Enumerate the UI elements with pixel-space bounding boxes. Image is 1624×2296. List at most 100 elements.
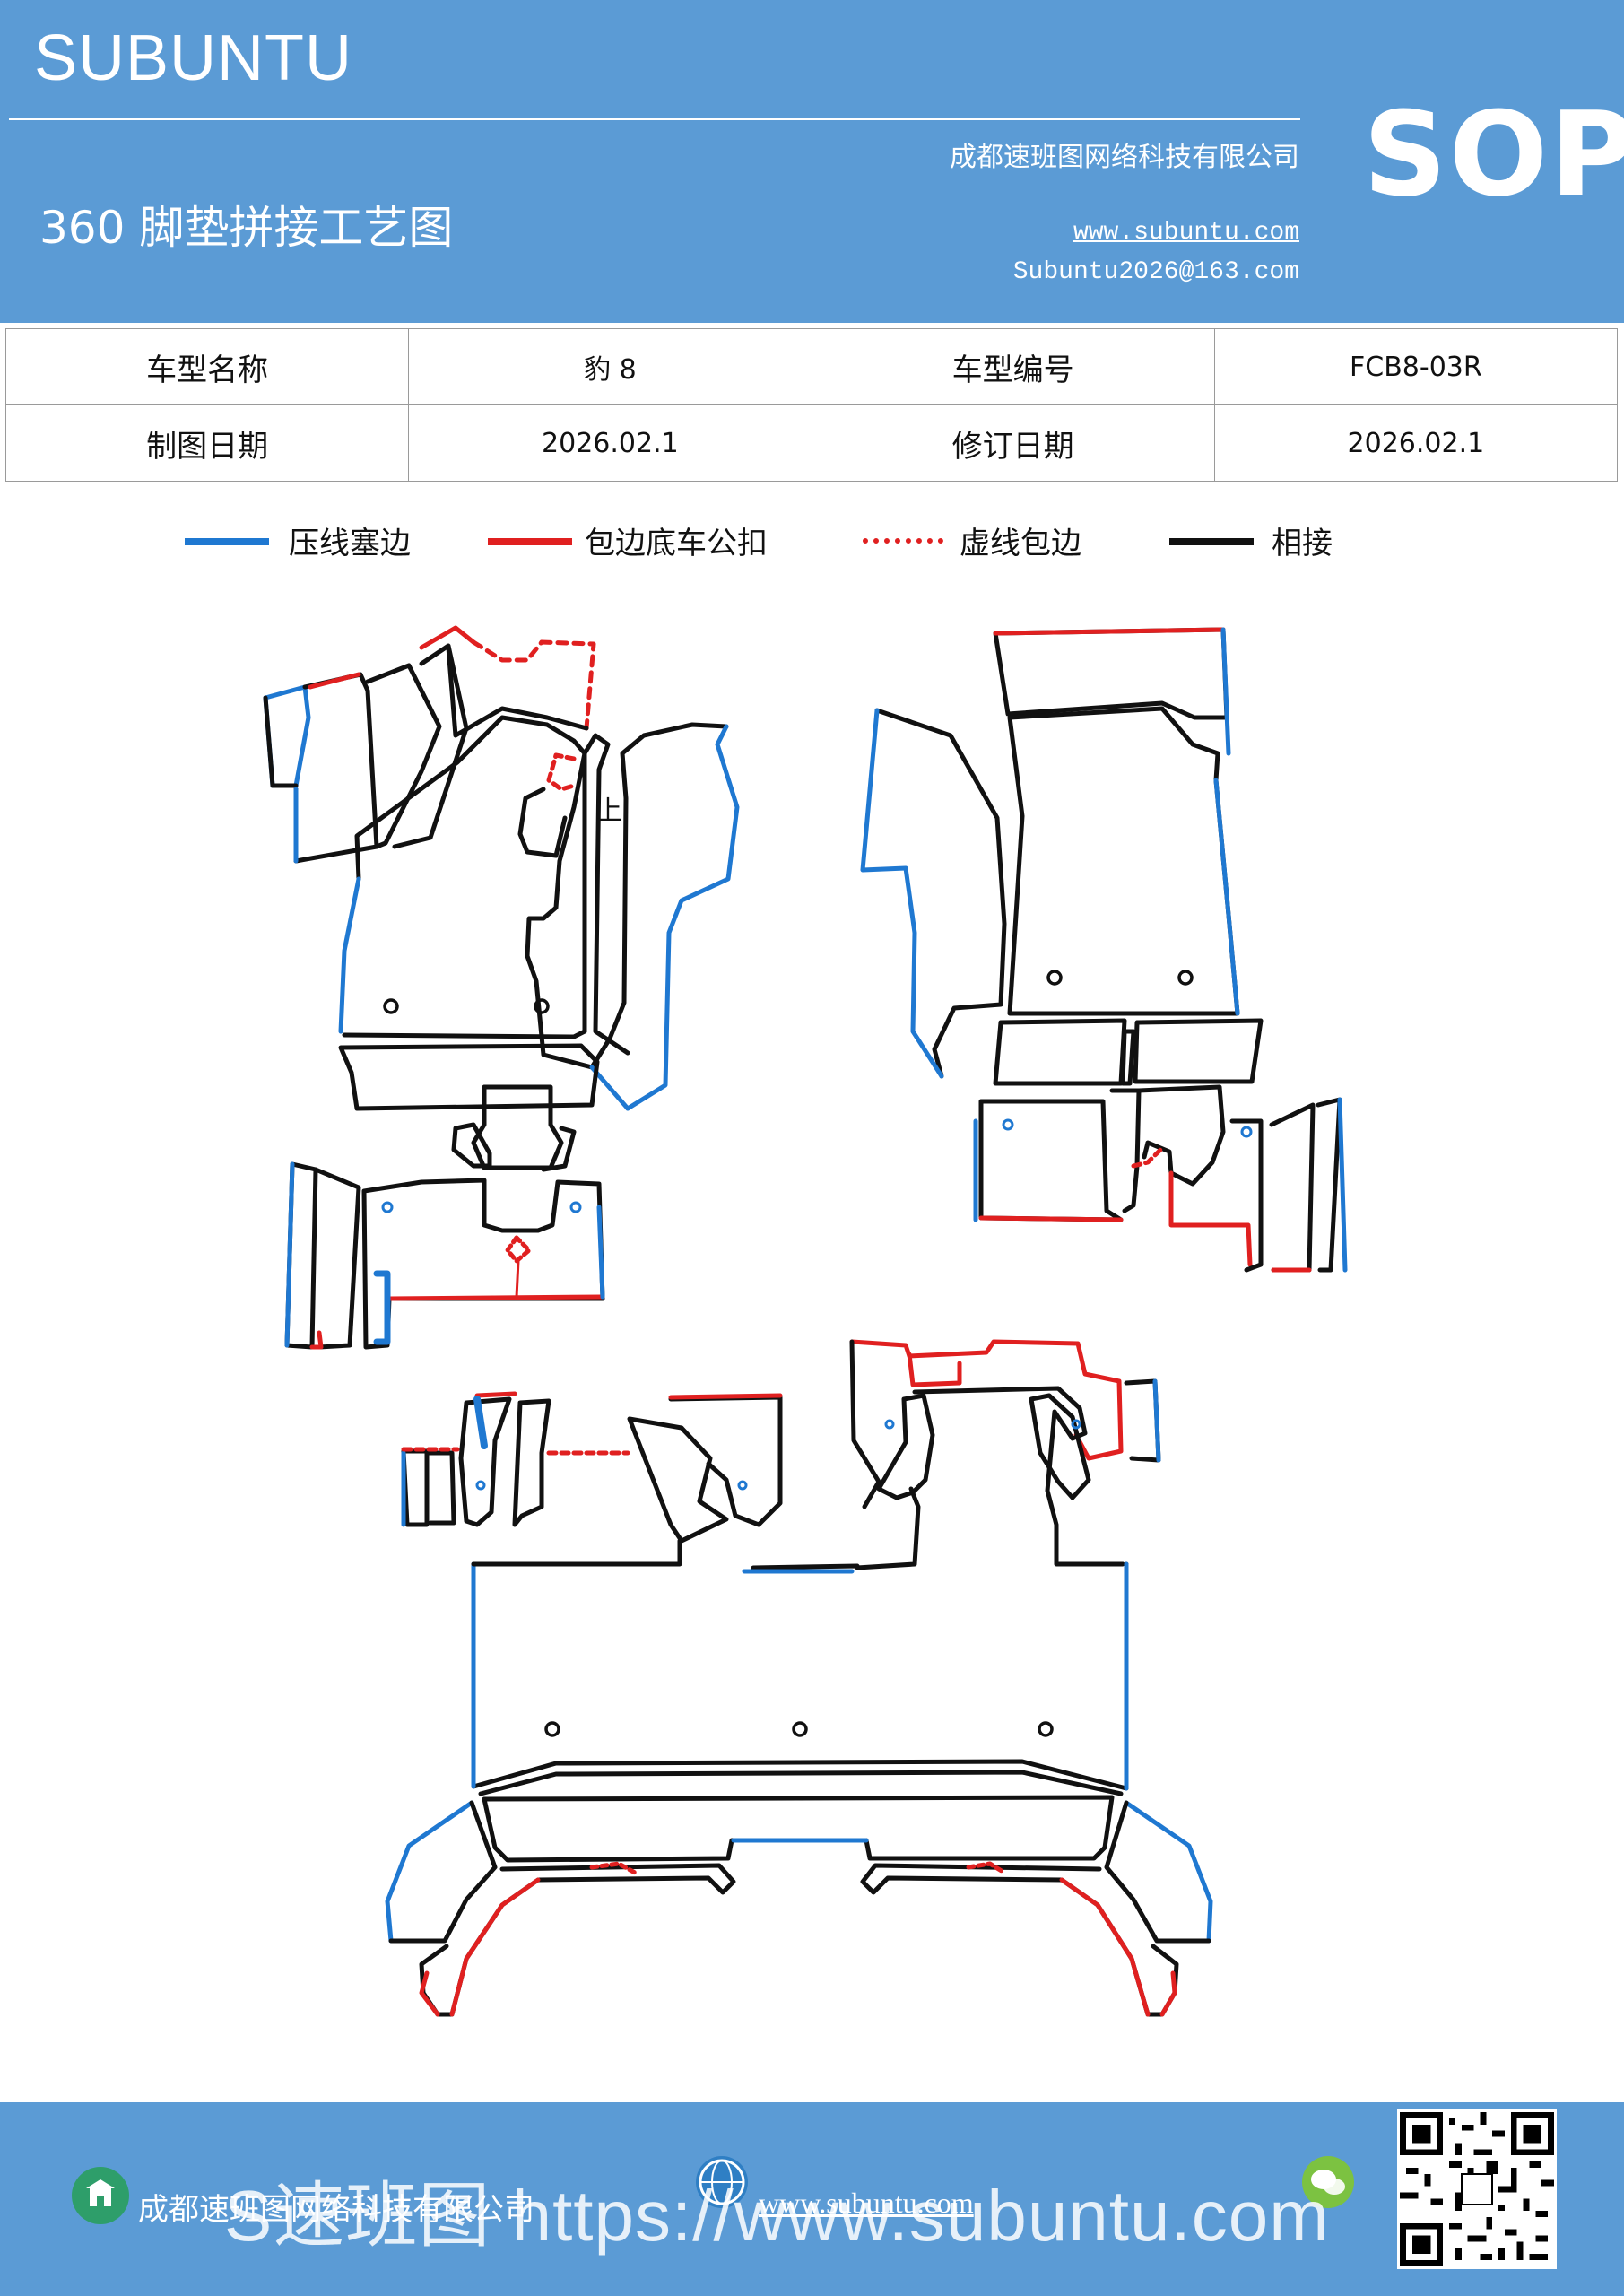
- rear-left-strip-2: [313, 1167, 361, 1350]
- header-banner: SUBUNTU 360 脚垫拼接工艺图 成都速班图网络科技有限公司 www.su…: [0, 0, 1624, 323]
- front-left-top-dotted: [471, 639, 544, 663]
- rear-seat-side-left-blue: [473, 1396, 488, 1449]
- rear-center-left-top: [668, 1393, 783, 1400]
- globe-icon: [696, 2156, 748, 2208]
- driver-dotted-notch: [546, 752, 577, 792]
- rear-floor-outline: [471, 1561, 1129, 1791]
- legend-swatch: [488, 538, 572, 545]
- passenger-rear-strip-2-edge: [1337, 1097, 1348, 1273]
- rear-left-floor-mat: [361, 1178, 605, 1350]
- passenger-console-dotted: [1131, 1147, 1163, 1169]
- driver-heel-line: [342, 1029, 587, 1039]
- rear-left-floor-right-edge: [596, 1205, 605, 1300]
- legend-label: 包边底车公扣: [585, 526, 768, 561]
- rear-wing-left-dotted: [589, 1861, 638, 1875]
- rear-wing-right-tip: [1159, 1970, 1177, 2017]
- driver-main-mat-right-edge: [625, 724, 740, 1111]
- qr-code[interactable]: [1397, 2109, 1557, 2269]
- rear-seat-side-left-2: [512, 1398, 551, 1527]
- rear-seat-strip-1: [401, 1448, 430, 1527]
- rear-seat-strip-2: [424, 1450, 456, 1526]
- passenger-mid-block: [993, 1018, 1127, 1086]
- legend-swatch: [863, 538, 943, 544]
- mat-clip-hole: [884, 1419, 895, 1430]
- rear-floor-top: [471, 1486, 921, 1570]
- passenger-console: [1136, 1084, 1226, 1187]
- vehicle-info-table: 车型名称 豹 8 车型编号 FCB8-03R 制图日期 2026.02.1 修订…: [4, 328, 1619, 482]
- mat-clip-hole: [534, 998, 550, 1014]
- footer-banner: 成都速班图网络科技有限公司 www.subuntu.com S速班图 https…: [0, 2102, 1624, 2296]
- front-left-strip-3: [365, 663, 442, 849]
- drawing-annotation: 上: [595, 796, 622, 827]
- mat-clip-hole: [737, 1480, 748, 1491]
- tunnel-cover: [471, 1084, 564, 1170]
- front-left-top-edge: [419, 625, 476, 650]
- footer-watermark-text: S速班图 https://www.subuntu.com: [224, 2176, 1330, 2256]
- passenger-rear-strip-1: [1269, 1102, 1316, 1273]
- passenger-main-mat-outline: [1007, 706, 1240, 1016]
- passenger-side-flap-edge: [860, 708, 944, 1079]
- rear-center-right-mat: [912, 1386, 1125, 1567]
- line-legend: 压线塞边 包边底车公扣 虚线包边 相接: [0, 518, 1624, 581]
- footer-company: 成都速班图网络科技有限公司: [138, 2192, 534, 2228]
- tunnel-side-right: [541, 1126, 577, 1172]
- legend-label: 虚线包边: [960, 526, 1081, 561]
- legend-swatch: [185, 538, 269, 545]
- front-left-strip-1-join: [263, 695, 299, 788]
- rear-seat-side-left: [458, 1396, 512, 1527]
- mat-clip-hole: [569, 1201, 582, 1213]
- rear-wing-left-inner: [388, 1800, 498, 1944]
- table-row: 制图日期 2026.02.1 修订日期 2026.02.1: [4, 404, 1619, 482]
- rear-left-strip-2-bottom: [309, 1330, 324, 1350]
- value-model-name: 豹 8: [408, 328, 812, 405]
- passenger-rear-floor: [978, 1099, 1124, 1222]
- legend-label: 相接: [1272, 526, 1333, 561]
- front-left-side-dotted: [539, 639, 596, 731]
- mat-clip-hole: [1046, 970, 1063, 986]
- rear-wing-right-wrap: [1059, 1877, 1151, 2017]
- sop-badge: SOP: [1363, 86, 1624, 222]
- label-model-code: 车型编号: [811, 328, 1215, 405]
- driver-tunnel-strip: [582, 733, 630, 1056]
- rear-wing-left-tip: [419, 1970, 440, 2017]
- rear-wing-right-outer: [1124, 1800, 1213, 1944]
- document-title: 360 脚垫拼接工艺图: [39, 202, 454, 254]
- rear-right-strip-edge: [1152, 1378, 1161, 1463]
- value-revision-date: 2026.02.1: [1213, 404, 1619, 482]
- rear-left-strip-1-edge: [284, 1161, 295, 1348]
- rear-bumper-bar: [482, 1795, 1115, 1863]
- label-revision-date: 修订日期: [811, 404, 1215, 482]
- rear-left-floor-blue-patch: [373, 1270, 391, 1345]
- mat-clip-hole: [1177, 970, 1194, 986]
- passenger-rear-floor-bottom: [978, 1215, 1124, 1222]
- wechat-icon: [1302, 2156, 1354, 2208]
- passenger-top-panel: [993, 627, 1229, 720]
- tunnel-side-left: [451, 1122, 492, 1169]
- rear-center-right-notch: [907, 1352, 962, 1387]
- driver-main-mat-outline: [354, 715, 729, 1070]
- building-icon: [72, 2167, 129, 2224]
- rear-wing-right-inner: [1104, 1800, 1211, 1944]
- rear-center-right-left: [849, 1339, 881, 1509]
- rear-center-left-piece: [627, 1416, 729, 1544]
- mat-clip-hole: [544, 1721, 560, 1737]
- footer-website[interactable]: www.subuntu.com: [759, 2187, 974, 2219]
- front-right-mat-group: [860, 627, 1348, 1273]
- website-link[interactable]: www.subuntu.com: [1073, 219, 1299, 247]
- rear-wing-right-lower: [860, 1863, 1179, 2017]
- mat-clip-hole: [1240, 1126, 1253, 1138]
- rear-wing-right-dotted: [966, 1861, 1007, 1875]
- passenger-mid-block-2: [1133, 1018, 1264, 1084]
- brand-name: SUBUNTU: [34, 22, 353, 94]
- mat-clip-hole: [1002, 1118, 1014, 1131]
- mat-clip-hole: [1038, 1721, 1054, 1737]
- passenger-console-left: [1109, 1088, 1142, 1213]
- label-model-name: 车型名称: [4, 328, 410, 405]
- passenger-rear-strip-2: [1316, 1097, 1342, 1273]
- passenger-top-right-edge: [1220, 627, 1231, 756]
- email-address: Subuntu2026@163.com: [1012, 258, 1299, 286]
- driver-heel-bar: [338, 1043, 600, 1111]
- passenger-main-mat-right-edge: [1213, 778, 1240, 1016]
- mat-clip-hole: [383, 998, 399, 1014]
